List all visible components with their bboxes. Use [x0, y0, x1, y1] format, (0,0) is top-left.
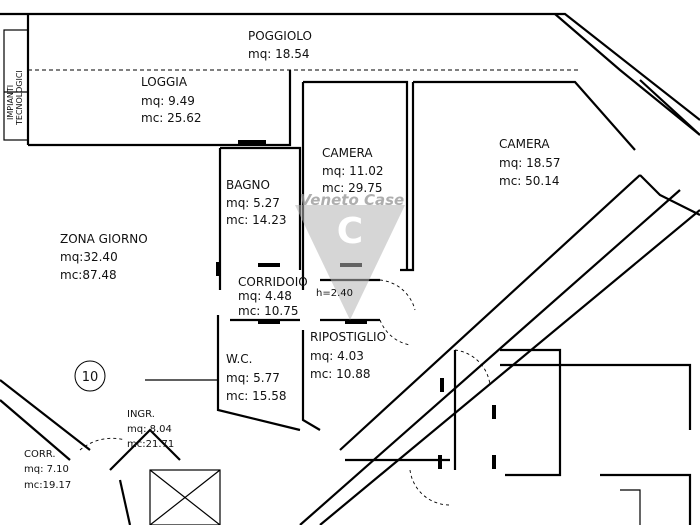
room-area: mq: 18.54	[248, 47, 310, 61]
ceiling-height: h=2.40	[316, 288, 353, 299]
room-loggia: LOGGIA mq: 9.49 mc: 25.62	[141, 75, 202, 125]
room-name: POGGIOLO	[248, 29, 312, 43]
room-volume: mc: 10.75	[238, 304, 299, 318]
room-corridoio: CORRIDOIO mq: 4.48 mc: 10.75	[238, 275, 308, 318]
room-area: mq: 5.77	[226, 371, 280, 385]
room-area: mq:32.40	[60, 250, 118, 264]
room-zona-giorno: ZONA GIORNO mq:32.40 mc:87.48	[60, 232, 148, 282]
room-name: LOGGIA	[141, 75, 188, 89]
room-area: mq: 4.03	[310, 349, 364, 363]
room-poggiolo: POGGIOLO mq: 18.54	[248, 29, 312, 61]
room-name-line1: IMPIANTI	[6, 85, 15, 120]
watermark: Veneto Case C	[295, 191, 405, 320]
room-name: W.C.	[226, 352, 253, 366]
room-name: ZONA GIORNO	[60, 232, 148, 246]
room-corr: CORR. mq: 7.10 mc:19.17	[24, 449, 71, 491]
room-area: mq: 5.27	[226, 196, 280, 210]
room-name: CAMERA	[499, 137, 550, 151]
room-name: BAGNO	[226, 178, 270, 192]
room-area: mq: 4.48	[238, 289, 292, 303]
unit-marker: 10	[74, 360, 106, 392]
watermark-letter: C	[337, 211, 363, 252]
room-name: INGR.	[127, 409, 155, 420]
room-name: RIPOSTIGLIO	[310, 330, 386, 344]
room-area: mq: 7.10	[24, 464, 69, 475]
room-volume: mc: 14.23	[226, 213, 287, 227]
room-area: mq: 9.49	[141, 94, 195, 108]
room-wc: W.C. mq: 5.77 mc: 15.58	[226, 352, 287, 403]
walls	[0, 12, 700, 525]
room-volume: mc:21.71	[127, 439, 174, 450]
room-camera-large: CAMERA mq: 18.57 mc: 50.14	[499, 137, 561, 188]
room-name: CORR.	[24, 449, 56, 460]
room-name: CORRIDOIO	[238, 275, 308, 289]
room-volume: mc: 50.14	[499, 174, 560, 188]
room-area: mq: 8.04	[127, 424, 172, 435]
room-bagno: BAGNO mq: 5.27 mc: 14.23	[226, 178, 287, 227]
unit-number: 10	[82, 370, 99, 385]
room-impianti: IMPIANTI TECNOLOGICI	[6, 70, 24, 126]
room-ingresso: INGR. mq: 8.04 mc:21.71	[127, 409, 174, 450]
room-volume: mc:87.48	[60, 268, 117, 282]
room-volume: mc: 15.58	[226, 389, 287, 403]
room-ripostiglio: RIPOSTIGLIO mq: 4.03 mc: 10.88	[310, 330, 386, 381]
room-volume: mc: 10.88	[310, 367, 371, 381]
watermark-text: Veneto Case	[300, 191, 404, 209]
room-name-line2: TECNOLOGICI	[15, 70, 24, 126]
room-camera-small: CAMERA mq: 11.02 mc: 29.75	[322, 146, 384, 195]
room-volume: mc: 29.75	[322, 181, 383, 195]
room-name: CAMERA	[322, 146, 373, 160]
room-area: mq: 18.57	[499, 156, 561, 170]
room-area: mq: 11.02	[322, 164, 384, 178]
room-volume: mc:19.17	[24, 480, 71, 491]
room-volume: mc: 25.62	[141, 111, 202, 125]
